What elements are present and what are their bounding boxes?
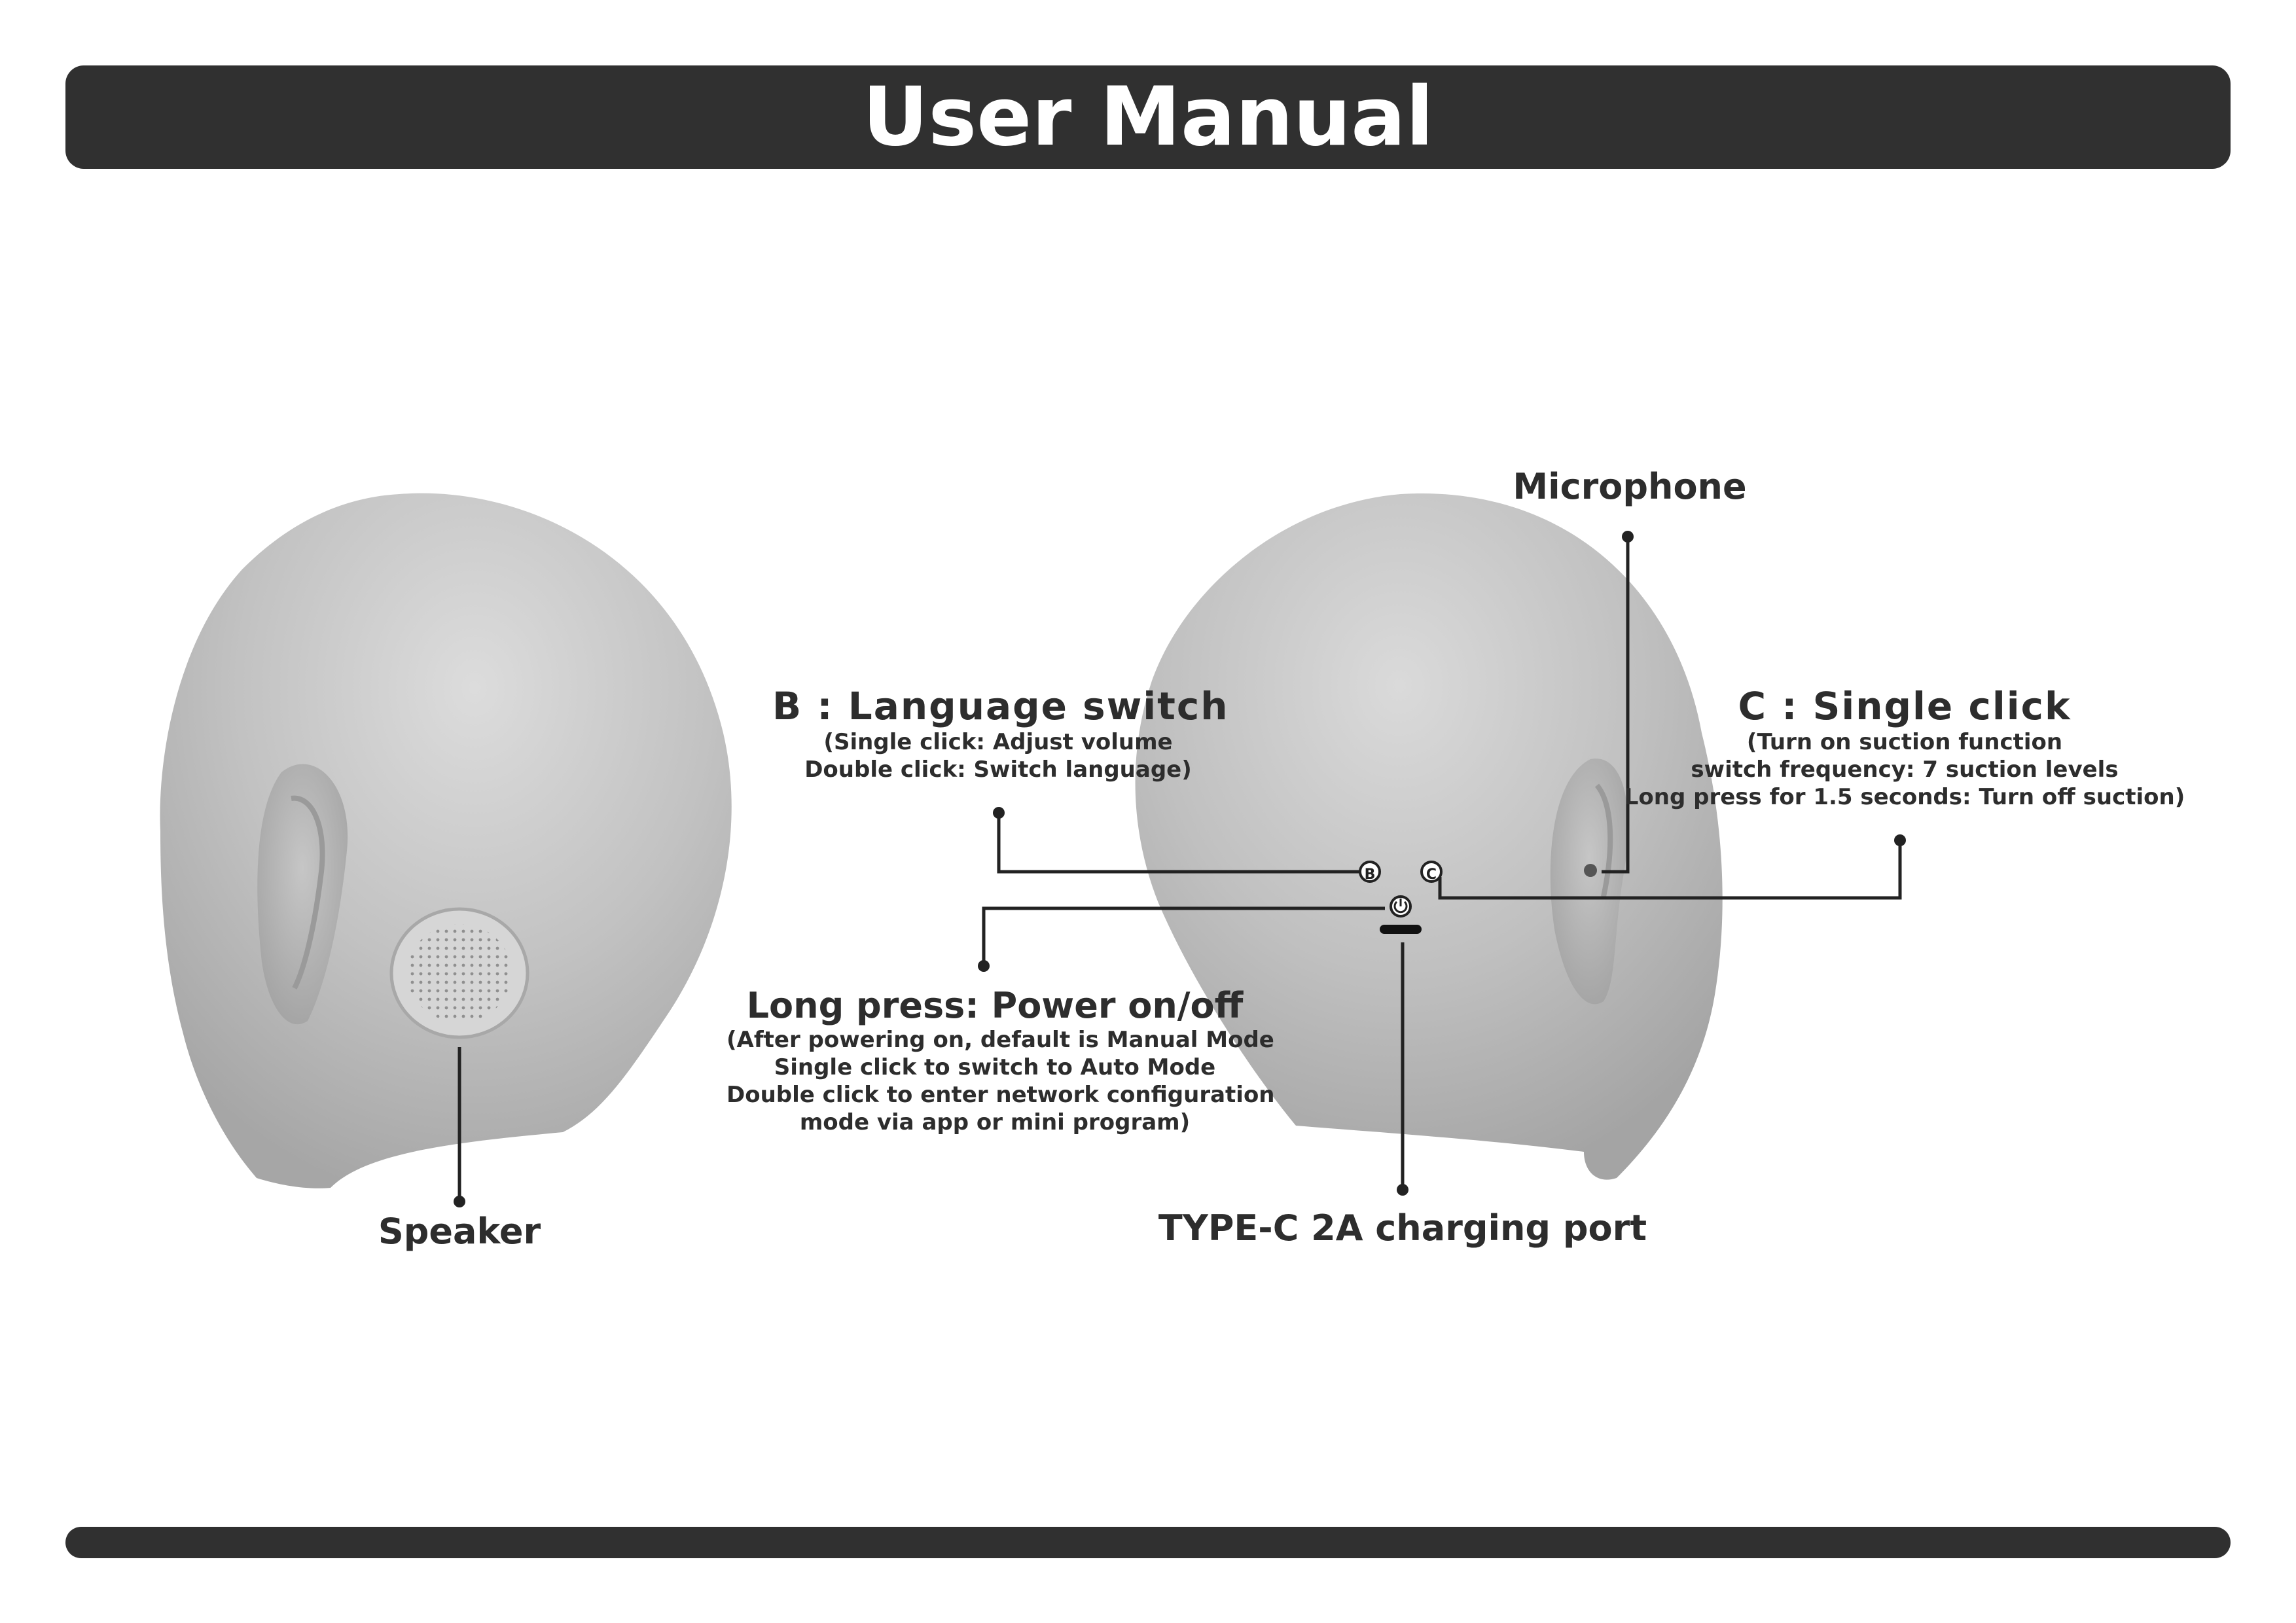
microphone-dot	[1622, 531, 1634, 543]
speaker-grille-holes	[407, 924, 512, 1022]
power-dot	[978, 960, 990, 972]
single-click-line: switch frequency: 7 suction levels	[1691, 757, 2119, 783]
button-c: C	[1420, 861, 1443, 883]
power-line: mode via app or mini program)	[799, 1109, 1191, 1135]
button-b-label: B	[1365, 866, 1376, 883]
speaker-label: Speaker	[378, 1211, 541, 1252]
right-head-shape	[1135, 493, 1723, 1180]
button-c-label: C	[1426, 866, 1437, 883]
power-block: Long press: Power on/off (After powering…	[726, 985, 1275, 1136]
language-switch-line: (Single click: Adjust volume	[823, 729, 1173, 755]
power-button-icon	[1390, 895, 1412, 918]
single-click-title: C : Single click	[1738, 684, 2072, 728]
power-leader	[982, 906, 1385, 966]
left-ear	[257, 764, 348, 1025]
language-switch-line: Double click: Switch language)	[804, 757, 1192, 783]
single-click-dot	[1894, 834, 1906, 846]
charging-port-label: TYPE-C 2A charging port	[1158, 1207, 1647, 1249]
page-title: User Manual	[862, 70, 1434, 164]
single-click-leader	[1438, 840, 1902, 900]
microphone-hole	[1584, 864, 1597, 877]
single-click-line: (Turn on suction function	[1746, 729, 2063, 755]
language-switch-title: B : Language switch	[772, 684, 1229, 728]
language-switch-leader	[997, 813, 1361, 874]
header-bar: User Manual	[65, 65, 2231, 169]
single-click-line: Long press for 1.5 seconds: Turn off suc…	[1624, 784, 2185, 810]
power-title: Long press: Power on/off	[746, 985, 1244, 1026]
language-switch-block: B : Language switch (Single click: Adjus…	[772, 684, 1229, 783]
charging-dot	[1397, 1184, 1408, 1196]
left-ear-inner	[291, 795, 325, 990]
button-b: B	[1359, 861, 1381, 883]
right-head-illustration	[1135, 493, 1723, 1180]
language-switch-dot	[993, 807, 1005, 819]
left-head-illustration	[160, 493, 732, 1188]
leader-dots	[454, 531, 1906, 1207]
type-c-port-icon	[1380, 925, 1422, 934]
left-head-shape	[160, 493, 732, 1188]
right-ear-inner	[1594, 783, 1613, 897]
power-line: Single click to switch to Auto Mode	[774, 1054, 1216, 1080]
power-line: (After powering on, default is Manual Mo…	[726, 1027, 1274, 1053]
microphone-leader	[1602, 537, 1630, 874]
speaker-dot	[454, 1196, 465, 1207]
single-click-block: C : Single click (Turn on suction functi…	[1623, 684, 2186, 811]
footer-bar	[65, 1527, 2231, 1558]
leader-lines	[457, 537, 1902, 1202]
power-line: Double click to enter network configurat…	[726, 1082, 1275, 1108]
microphone-label: Microphone	[1513, 466, 1747, 507]
